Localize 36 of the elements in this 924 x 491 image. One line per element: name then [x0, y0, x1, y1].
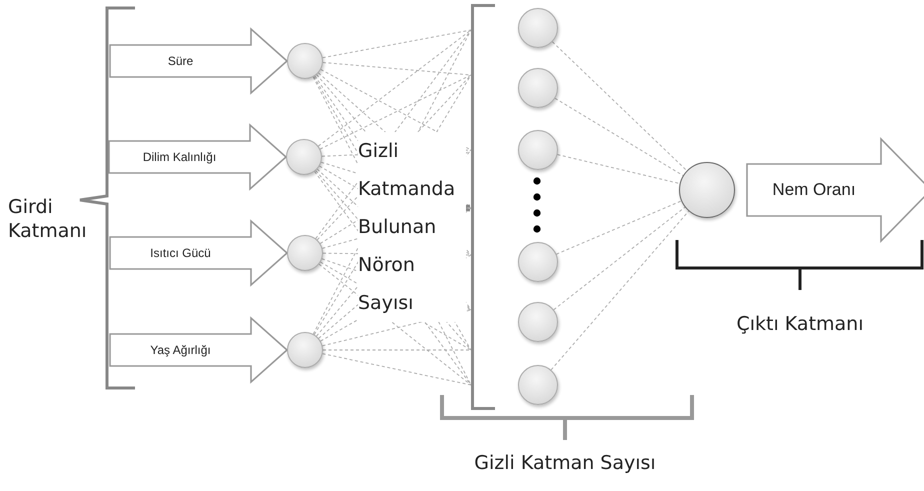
block-arrow — [746, 137, 924, 243]
neuron-circle — [518, 130, 558, 170]
connection-line — [322, 62, 472, 76]
edge-label: Süre — [168, 54, 194, 68]
connection-line — [552, 41, 688, 172]
bracket — [471, 4, 495, 410]
block-arrow — [109, 219, 288, 287]
neuron-circle — [518, 365, 558, 405]
layer-label: Çıktı Katmanı — [735, 313, 864, 337]
connection-line — [322, 353, 472, 386]
block-arrow — [108, 123, 288, 191]
neuron-circle — [287, 235, 323, 271]
edge-label: Yaş Ağırlığı — [150, 342, 211, 358]
edge-label: Dilim Kalınlığı — [142, 150, 216, 164]
layer-label: Gizli Katman Sayısı — [473, 452, 657, 476]
connection-line — [556, 200, 682, 255]
edge-label: Isıtıcı Gücü — [150, 246, 211, 260]
layer-label: Gizli Katmanda Bulunan Nöron Sayısı — [358, 132, 466, 322]
neuron-circle — [518, 68, 558, 108]
connection-line — [557, 154, 680, 184]
neuron-circle — [286, 139, 322, 175]
block-arrow — [109, 27, 288, 95]
connection-line — [554, 98, 684, 176]
neuron-circle — [518, 302, 558, 342]
connection-line — [550, 210, 690, 370]
neuron-circle — [679, 162, 735, 218]
neuron-circle — [518, 8, 558, 48]
layer-label: Girdi Katmanı — [8, 196, 88, 244]
neuron-circle — [287, 332, 323, 368]
edge-label: Nem Oranı — [772, 180, 856, 200]
connection-line — [322, 30, 472, 58]
connection-line — [318, 30, 472, 147]
connection-line — [553, 206, 686, 310]
neuron-circle — [518, 242, 558, 282]
neuron-circle — [287, 43, 323, 79]
block-arrow — [109, 316, 288, 384]
